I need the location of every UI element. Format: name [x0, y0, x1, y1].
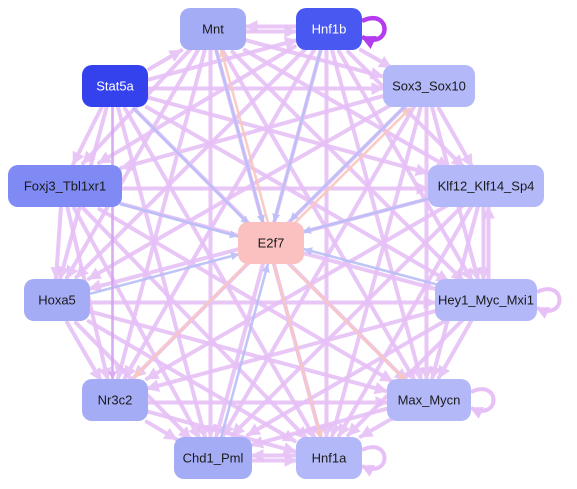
- edge-hnf1b-to-foxj3-tbl1xr1: [97, 44, 297, 165]
- node-label-mnt: Mnt: [202, 22, 224, 37]
- node-hnf1a[interactable]: Hnf1a: [296, 437, 362, 479]
- edge-nr3c2-to-chd1-pml: [144, 419, 179, 442]
- self-loop-max-mycn: [469, 387, 496, 419]
- edge-sox3-sox10-to-foxj3-tbl1xr1: [119, 94, 385, 172]
- edge-hey1-myc-mxi1-to-chd1-pml: [246, 316, 451, 437]
- node-sox3-sox10[interactable]: Sox3_Sox10: [383, 65, 475, 107]
- node-nr3c2[interactable]: Nr3c2: [82, 379, 148, 421]
- self-loop-hnf1a: [360, 445, 387, 477]
- edge-e2f7-to-mnt: [219, 47, 270, 223]
- node-max-mycn[interactable]: Max_Mycn: [387, 379, 471, 421]
- node-chd1-pml[interactable]: Chd1_Pml: [174, 437, 252, 479]
- edge-max-mycn-to-hnf1a: [358, 416, 394, 439]
- edge-hnf1b-to-sox3-sox10: [358, 48, 393, 70]
- node-label-sox3-sox10: Sox3_Sox10: [392, 79, 466, 94]
- node-foxj3-tbl1xr1[interactable]: Foxj3_Tbl1xr1: [8, 165, 122, 207]
- edge-foxj3-tbl1xr1-to-hoxa5: [50, 204, 64, 281]
- node-box-chd1-pml: [174, 437, 252, 479]
- node-mnt[interactable]: Mnt: [180, 8, 246, 50]
- node-box-hnf1b: [296, 8, 362, 50]
- edge-e2f7-to-hnf1a: [272, 263, 323, 440]
- node-box-hnf1a: [296, 437, 362, 479]
- node-hey1-myc-mxi1[interactable]: Hey1_Myc_Mxi1: [435, 279, 537, 321]
- edge-hoxa5-to-e2f7: [89, 252, 240, 295]
- self-loop-hnf1b: [360, 16, 387, 49]
- node-box-stat5a: [82, 65, 148, 107]
- node-label-hey1-myc-mxi1: Hey1_Myc_Mxi1: [438, 293, 534, 308]
- node-label-max-mycn: Max_Mycn: [398, 393, 461, 408]
- node-label-e2f7: E2f7: [258, 236, 285, 251]
- node-stat5a[interactable]: Stat5a: [82, 65, 148, 107]
- edge-hoxa5-to-hnf1a: [86, 319, 297, 443]
- edge-sox3-sox10-to-chd1-pml: [221, 103, 417, 438]
- edge-sox3-sox10-to-e2f7: [289, 103, 408, 222]
- node-label-foxj3-tbl1xr1: Foxj3_Tbl1xr1: [24, 179, 106, 194]
- edge-sox3-sox10-to-hoxa5: [86, 102, 394, 281]
- edge-foxj3-tbl1xr1-to-e2f7: [120, 202, 239, 239]
- edge-hey1-myc-mxi1-to-e2f7: [303, 247, 437, 286]
- node-label-chd1-pml: Chd1_Pml: [183, 451, 244, 466]
- node-box-sox3-sox10: [383, 65, 475, 107]
- edge-hoxa5-to-nr3c2: [65, 320, 103, 383]
- node-box-klf12-klf14-sp4: [428, 165, 544, 207]
- node-box-foxj3-tbl1xr1: [8, 165, 122, 207]
- edge-hey1-myc-mxi1-to-nr3c2: [145, 309, 437, 392]
- edge-klf12-klf14-sp4-to-e2f7: [302, 197, 429, 234]
- edge-hoxa5-to-max-mycn: [87, 309, 389, 395]
- self-loop-layer: [360, 16, 562, 477]
- edge-hnf1b-to-e2f7: [272, 47, 323, 223]
- node-box-hoxa5: [24, 279, 90, 321]
- node-label-hnf1b: Hnf1b: [312, 22, 347, 37]
- edge-foxj3-tbl1xr1-to-max-mycn: [97, 207, 394, 384]
- node-hoxa5[interactable]: Hoxa5: [24, 279, 90, 321]
- edge-stat5a-to-mnt: [147, 48, 184, 71]
- edge-nr3c2-to-hnf1a: [145, 409, 298, 455]
- node-label-klf12-klf14-sp4: Klf12_Klf14_Sp4: [438, 179, 535, 194]
- edge-mnt-to-e2f7: [215, 49, 265, 224]
- node-hnf1b[interactable]: Hnf1b: [296, 8, 362, 50]
- edge-e2f7-to-nr3c2: [132, 260, 250, 379]
- node-box-e2f7: [238, 222, 304, 264]
- edge-klf12-klf14-sp4-to-chd1-pml: [230, 203, 466, 438]
- node-label-nr3c2: Nr3c2: [98, 393, 133, 408]
- self-loop-hey1-myc-mxi1: [535, 287, 562, 319]
- edge-sox3-sox10-to-klf12-klf14-sp4: [436, 106, 474, 169]
- node-label-hoxa5: Hoxa5: [38, 293, 76, 308]
- edge-stat5a-to-hnf1b: [146, 36, 299, 82]
- node-label-hnf1a: Hnf1a: [312, 451, 347, 466]
- node-box-max-mycn: [387, 379, 471, 421]
- edge-e2f7-to-sox3-sox10: [292, 107, 411, 226]
- node-box-mnt: [180, 8, 246, 50]
- edge-chd1-pml-to-e2f7: [219, 263, 270, 440]
- node-label-stat5a: Stat5a: [96, 79, 134, 94]
- edge-stat5a-to-foxj3-tbl1xr1: [71, 103, 105, 166]
- edge-layer: [50, 20, 495, 467]
- edge-stat5a-to-hey1-myc-mxi1: [144, 105, 451, 284]
- edge-hey1-myc-mxi1-to-max-mycn: [436, 317, 474, 380]
- edge-stat5a-to-e2f7: [132, 107, 250, 226]
- edge-stat5a-to-klf12-klf14-sp4: [145, 95, 430, 176]
- edge-e2f7-to-max-mycn: [289, 264, 408, 383]
- node-box-nr3c2: [82, 379, 148, 421]
- node-box-hey1-myc-mxi1: [435, 279, 537, 321]
- node-klf12-klf14-sp4[interactable]: Klf12_Klf14_Sp4: [428, 165, 544, 207]
- edge-klf12-klf14-sp4-to-nr3c2: [144, 202, 451, 381]
- edge-hnf1b-to-nr3c2: [122, 46, 317, 380]
- node-e2f7[interactable]: E2f7: [238, 222, 304, 264]
